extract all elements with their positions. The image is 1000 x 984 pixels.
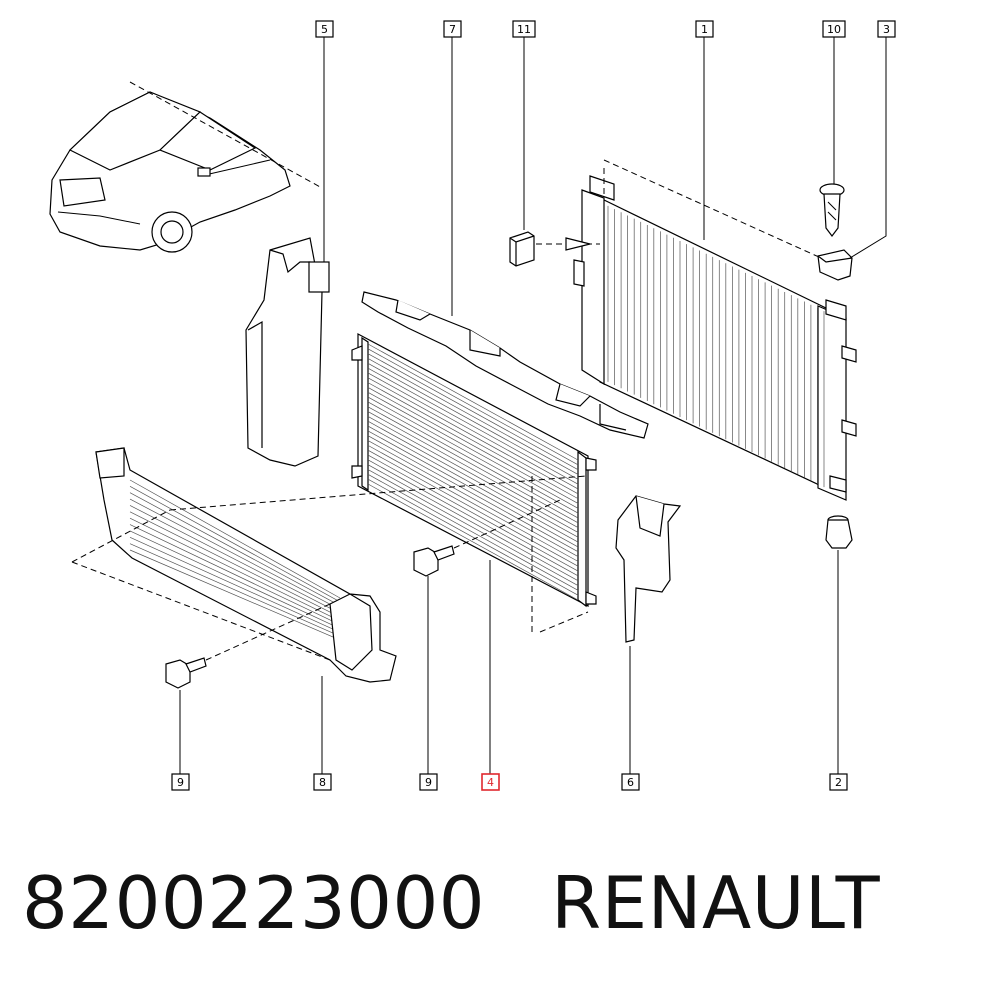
svg-text:11: 11 [517,23,531,36]
part-9-bolt-center [413,545,455,577]
part-11-clip [509,231,535,267]
part-5-air-deflector [245,237,330,467]
footer-caption: 8200223000 RENAULT [22,858,982,948]
callout-7: 7 [443,20,462,38]
callout-9-center: 9 [419,773,438,791]
callout-1: 1 [695,20,714,38]
svg-text:4: 4 [487,776,494,789]
part-3-clip [817,249,853,281]
callout-4-highlighted: 4 [481,773,500,791]
part-1-radiator [573,175,857,501]
callout-10: 10 [822,20,846,38]
callout-5: 5 [315,20,334,38]
svg-text:3: 3 [883,23,890,36]
svg-text:9: 9 [177,776,184,789]
svg-text:6: 6 [627,776,634,789]
callout-8: 8 [313,773,332,791]
parts-diagram: 5 7 11 1 10 3 9 8 9 4 6 2 [49,20,896,791]
part-9-bolt-left [165,657,207,689]
callout-9-left: 9 [171,773,190,791]
brand-name: RENAULT [551,861,881,945]
svg-text:9: 9 [425,776,432,789]
svg-text:5: 5 [321,23,328,36]
part-10-push-pin [819,183,845,237]
part-4-condenser [351,333,597,608]
part-7-upper-bracket [361,291,649,439]
svg-text:8: 8 [319,776,326,789]
svg-text:1: 1 [701,23,708,36]
callout-3: 3 [877,20,896,38]
part-6-side-deflector [615,495,682,643]
svg-text:7: 7 [449,23,456,36]
part-8-intercooler [95,447,397,683]
callout-6: 6 [621,773,640,791]
part-2-rubber-mount [825,515,853,549]
part-number: 8200223000 [22,861,486,945]
callout-2: 2 [829,773,848,791]
callout-11: 11 [512,20,536,38]
svg-text:10: 10 [827,23,841,36]
svg-text:2: 2 [835,776,842,789]
vehicle-illustration [49,91,291,253]
